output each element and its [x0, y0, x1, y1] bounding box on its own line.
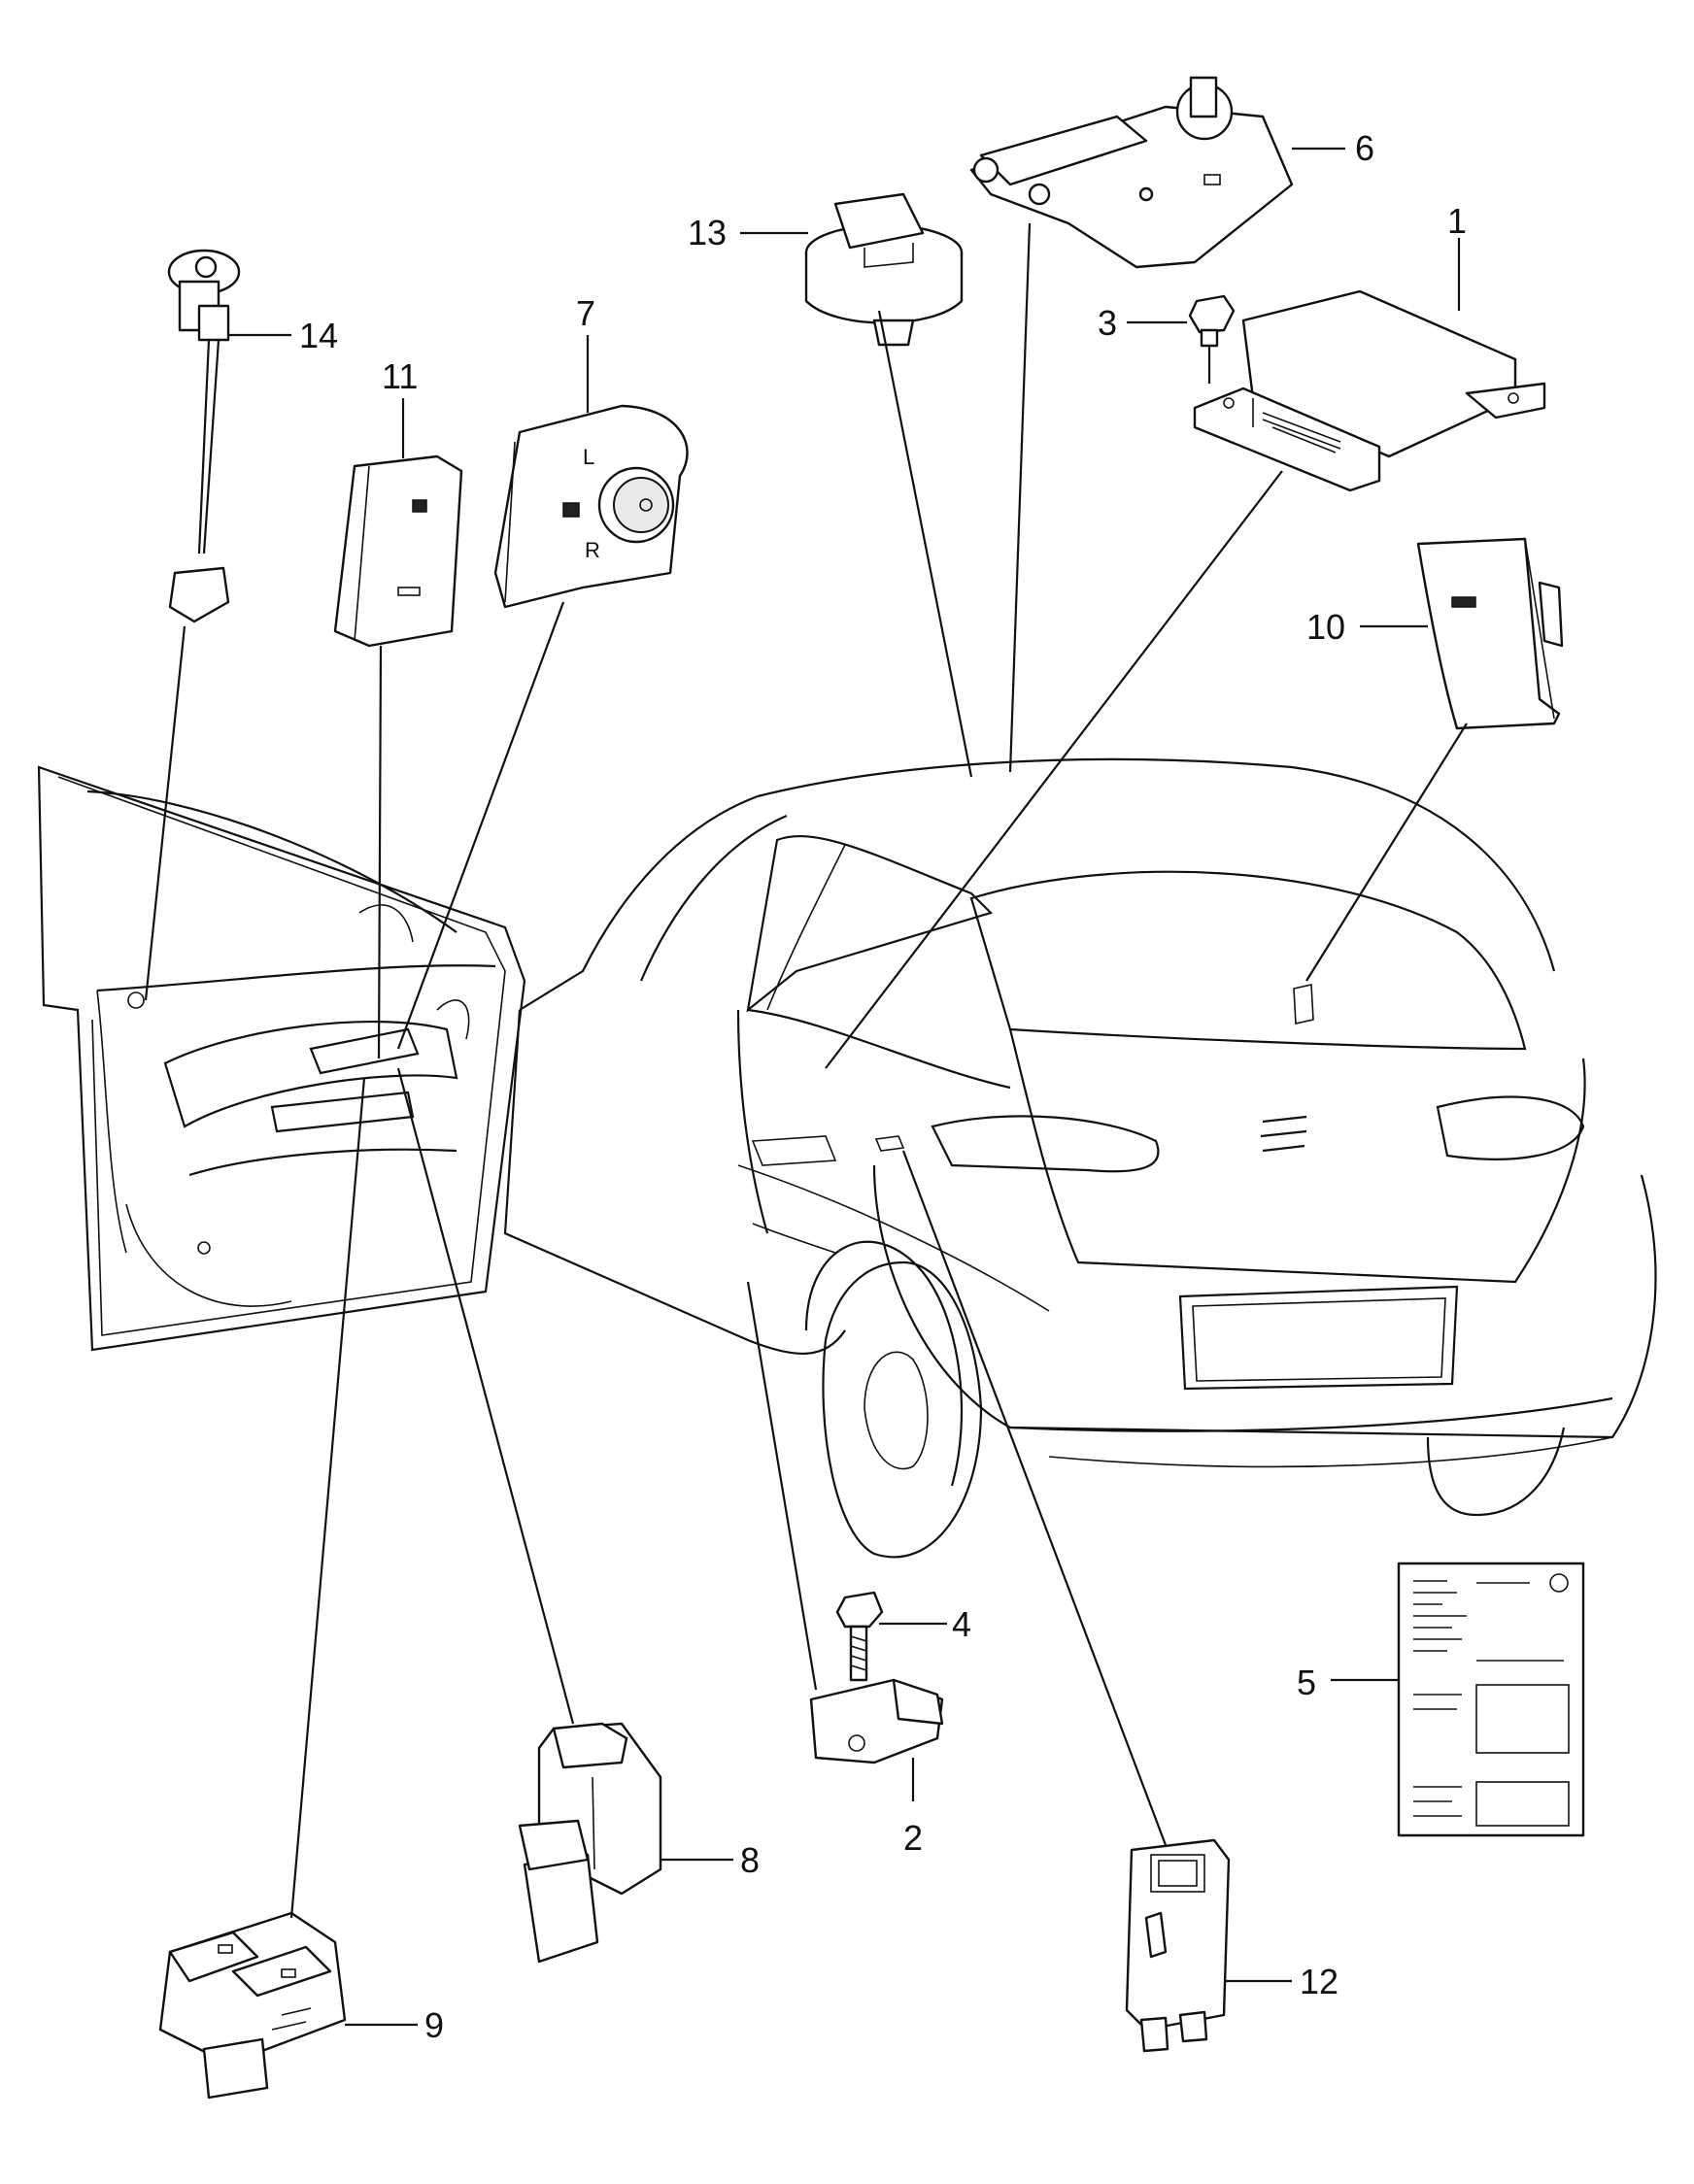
part-5-illustration [1397, 1562, 1585, 1837]
callout-13: 13 [688, 213, 727, 252]
callout-1: 1 [1447, 201, 1467, 241]
car-illustration [503, 757, 1657, 1559]
callout-12: 12 [1300, 1962, 1338, 2001]
callout-labels: 1 2 3 4 5 6 7 8 9 10 11 12 13 14 [299, 128, 1467, 2045]
part-11-illustration [333, 454, 463, 648]
callout-6: 6 [1355, 128, 1374, 168]
part-1-illustration [1193, 289, 1546, 492]
part-8-illustration [518, 1722, 662, 1964]
leader-lines [144, 147, 1468, 2027]
part-7-illustration: L R [493, 404, 689, 609]
part-10-illustration [1416, 537, 1564, 730]
callout-11: 11 [382, 356, 418, 396]
callout-10: 10 [1306, 607, 1345, 647]
part-2-illustration [809, 1678, 944, 1764]
part-14-illustration [167, 249, 241, 623]
callout-2: 2 [903, 1818, 923, 1858]
callout-5: 5 [1297, 1663, 1316, 1702]
part-12-illustration [1125, 1838, 1231, 2053]
callout-14: 14 [299, 316, 338, 355]
open-door-illustration [37, 765, 526, 1352]
part-3-illustration [1188, 294, 1236, 348]
callout-9: 9 [424, 2005, 444, 2045]
part-9-illustration [158, 1911, 347, 2100]
part-4-illustration [835, 1591, 884, 1682]
callout-7: 7 [576, 293, 595, 333]
switch-marking-left: L [583, 445, 594, 469]
switch-marking-right: R [585, 538, 600, 562]
callout-4: 4 [952, 1604, 971, 1644]
part-13-illustration [804, 192, 964, 347]
callout-3: 3 [1098, 303, 1117, 343]
part-6-illustration [969, 76, 1294, 269]
callout-8: 8 [740, 1840, 760, 1880]
